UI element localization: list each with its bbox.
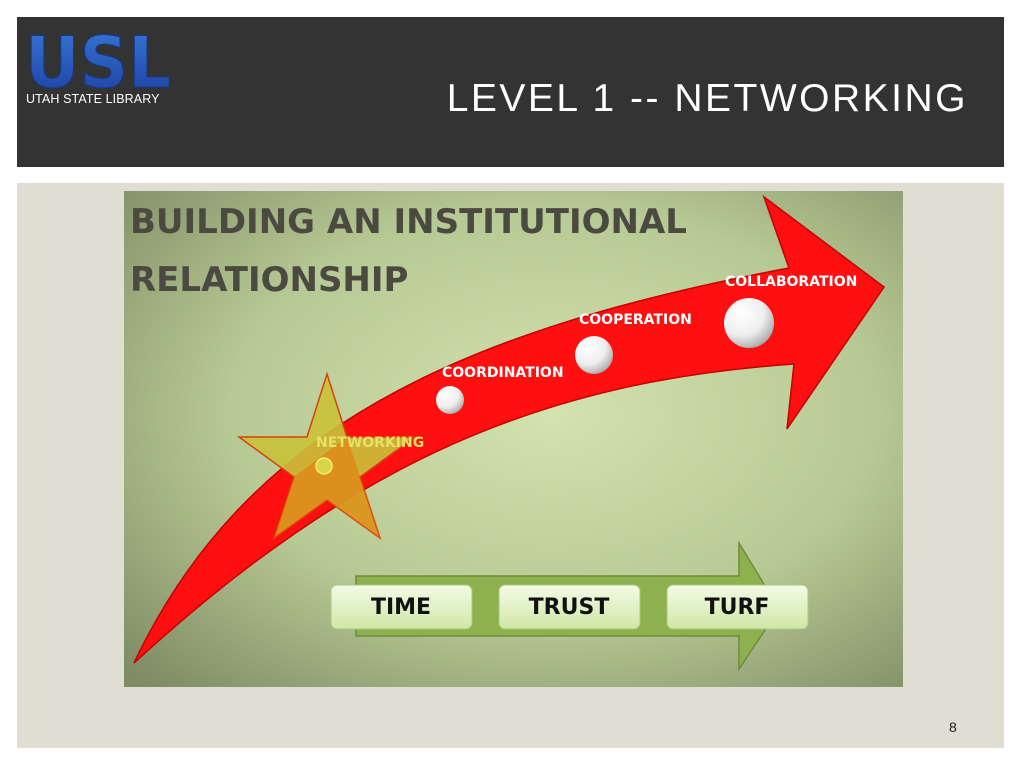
- stage-label-collaboration: COLLABORATION: [725, 274, 857, 290]
- stage-label-networking: NETWORKING: [316, 435, 424, 451]
- cooperation-marker: [575, 336, 613, 374]
- usl-logo: USL: [25, 25, 172, 95]
- star-overlap: [274, 437, 380, 538]
- relationship-diagram: BUILDING AN INSTITUTIONAL RELATIONSHIP N…: [124, 191, 903, 687]
- factor-box-time: TIME: [330, 584, 473, 630]
- factor-label-time: TIME: [371, 595, 431, 620]
- factor-box-trust: TRUST: [498, 584, 641, 630]
- coordination-marker: [436, 386, 464, 414]
- stage-label-cooperation: COOPERATION: [579, 312, 692, 328]
- networking-marker: [315, 457, 333, 475]
- factor-label-trust: TRUST: [529, 595, 610, 620]
- org-name: UTAH STATE LIBRARY: [26, 92, 160, 106]
- diagram-title-line2: RELATIONSHIP: [130, 260, 408, 300]
- factor-box-turf: TURF: [666, 584, 809, 630]
- page-number: 8: [949, 719, 957, 735]
- collaboration-marker: [724, 298, 774, 348]
- header-bar: USL UTAH STATE LIBRARY LEVEL 1 -- NETWOR…: [17, 17, 1004, 167]
- stage-label-coordination: COORDINATION: [442, 365, 564, 381]
- diagram-title-line1: BUILDING AN INSTITUTIONAL: [130, 202, 687, 242]
- factor-label-turf: TURF: [705, 595, 770, 620]
- slide-title: LEVEL 1 -- NETWORKING: [446, 77, 968, 120]
- svg-text:USL: USL: [25, 25, 171, 95]
- slide-content: BUILDING AN INSTITUTIONAL RELATIONSHIP N…: [17, 183, 1004, 748]
